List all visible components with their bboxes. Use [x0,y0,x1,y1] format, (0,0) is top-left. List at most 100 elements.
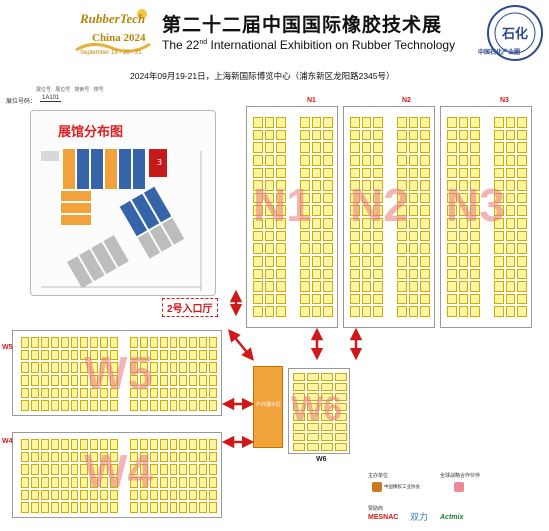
booth-cell[interactable] [60,375,69,386]
booth-cell[interactable] [149,387,158,399]
booth-cell[interactable] [70,439,79,450]
booth-cell[interactable] [361,205,372,216]
booth-cell[interactable] [110,502,118,513]
booth-cell[interactable] [373,268,384,280]
booth-cell[interactable] [293,423,305,431]
booth-cell[interactable] [470,255,481,267]
booth-cell[interactable] [493,230,504,242]
menu-item[interactable]: 搜索号 [74,87,90,93]
booth-cell[interactable] [323,268,333,280]
booth-cell[interactable] [311,218,322,229]
booth-cell[interactable] [264,192,275,204]
booth-cell[interactable] [110,477,118,488]
booth-cell[interactable] [264,180,275,191]
booth-cell[interactable] [209,439,217,450]
booth-cell[interactable] [60,464,69,475]
booth-cell[interactable] [253,180,263,191]
menu-item[interactable]: 展位号 [55,87,71,93]
booth-cell[interactable] [189,349,198,361]
booth-cell[interactable] [493,268,504,280]
booth-cell[interactable] [493,293,504,305]
booth-cell[interactable] [253,129,263,141]
booth-cell[interactable] [311,243,322,254]
booth-cell[interactable] [458,192,469,204]
booth-cell[interactable] [323,230,333,242]
booth-cell[interactable] [253,255,263,267]
booth-cell[interactable] [323,142,333,153]
booth-cell[interactable] [361,281,372,292]
booth-cell[interactable] [40,477,49,488]
booth-cell[interactable] [408,293,419,305]
booth-cell[interactable] [209,464,217,475]
booth-cell[interactable] [90,375,99,386]
booth-cell[interactable] [517,268,527,280]
booth-cell[interactable] [100,349,109,361]
booth-cell[interactable] [323,281,333,292]
booth-cell[interactable] [40,375,49,386]
booth-cell[interactable] [40,400,49,411]
booth-cell[interactable] [21,464,29,475]
booth-cell[interactable] [505,230,516,242]
booth-cell[interactable] [276,293,287,305]
booth-cell[interactable] [129,362,138,373]
booth-cell[interactable] [458,218,469,229]
booth-cell[interactable] [264,205,275,216]
booth-cell[interactable] [420,129,430,141]
booth-cell[interactable] [60,451,69,463]
booth-cell[interactable] [70,464,79,475]
booth-cell[interactable] [299,243,310,254]
booth-cell[interactable] [505,268,516,280]
booth-cell[interactable] [361,230,372,242]
booth-cell[interactable] [40,464,49,475]
booth-cell[interactable] [90,489,99,501]
booth-cell[interactable] [335,373,347,381]
booth-cell[interactable] [21,439,29,450]
booth-cell[interactable] [21,375,29,386]
booth-cell[interactable] [373,306,384,317]
booth-cell[interactable] [470,117,481,128]
booth-cell[interactable] [408,142,419,153]
booth-cell[interactable] [323,129,333,141]
booth-cell[interactable] [493,154,504,166]
booth-cell[interactable] [323,192,333,204]
booth-cell[interactable] [350,255,360,267]
booth-cell[interactable] [169,400,178,411]
booth-cell[interactable] [199,489,208,501]
booth-cell[interactable] [420,180,430,191]
booth-cell[interactable] [21,502,29,513]
booth-cell[interactable] [350,154,360,166]
booth-cell[interactable] [299,218,310,229]
booth-cell[interactable] [80,349,89,361]
booth-cell[interactable] [264,218,275,229]
booth-cell[interactable] [199,451,208,463]
booth-cell[interactable] [373,230,384,242]
booth-cell[interactable] [505,243,516,254]
booth-cell[interactable] [311,293,322,305]
booth-cell[interactable] [159,489,168,501]
booth-cell[interactable] [373,192,384,204]
booth-cell[interactable] [299,268,310,280]
booth-cell[interactable] [110,451,118,463]
booth-cell[interactable] [517,306,527,317]
booth-cell[interactable] [30,400,39,411]
booth-cell[interactable] [458,281,469,292]
booth-cell[interactable] [50,375,59,386]
booth-cell[interactable] [447,129,457,141]
booth-cell[interactable] [361,180,372,191]
booth-cell[interactable] [447,281,457,292]
booth-cell[interactable] [396,180,407,191]
booth-cell[interactable] [396,281,407,292]
booth-cell[interactable] [350,281,360,292]
booth-cell[interactable] [276,192,287,204]
booth-cell[interactable] [70,502,79,513]
booth-cell[interactable] [517,230,527,242]
booth-cell[interactable] [100,439,109,450]
booth-cell[interactable] [209,400,217,411]
booth-cell[interactable] [264,154,275,166]
booth-cell[interactable] [420,293,430,305]
booth-cell[interactable] [458,142,469,153]
booth-cell[interactable] [321,373,333,381]
booth-cell[interactable] [253,218,263,229]
booth-cell[interactable] [21,489,29,501]
booth-cell[interactable] [199,464,208,475]
